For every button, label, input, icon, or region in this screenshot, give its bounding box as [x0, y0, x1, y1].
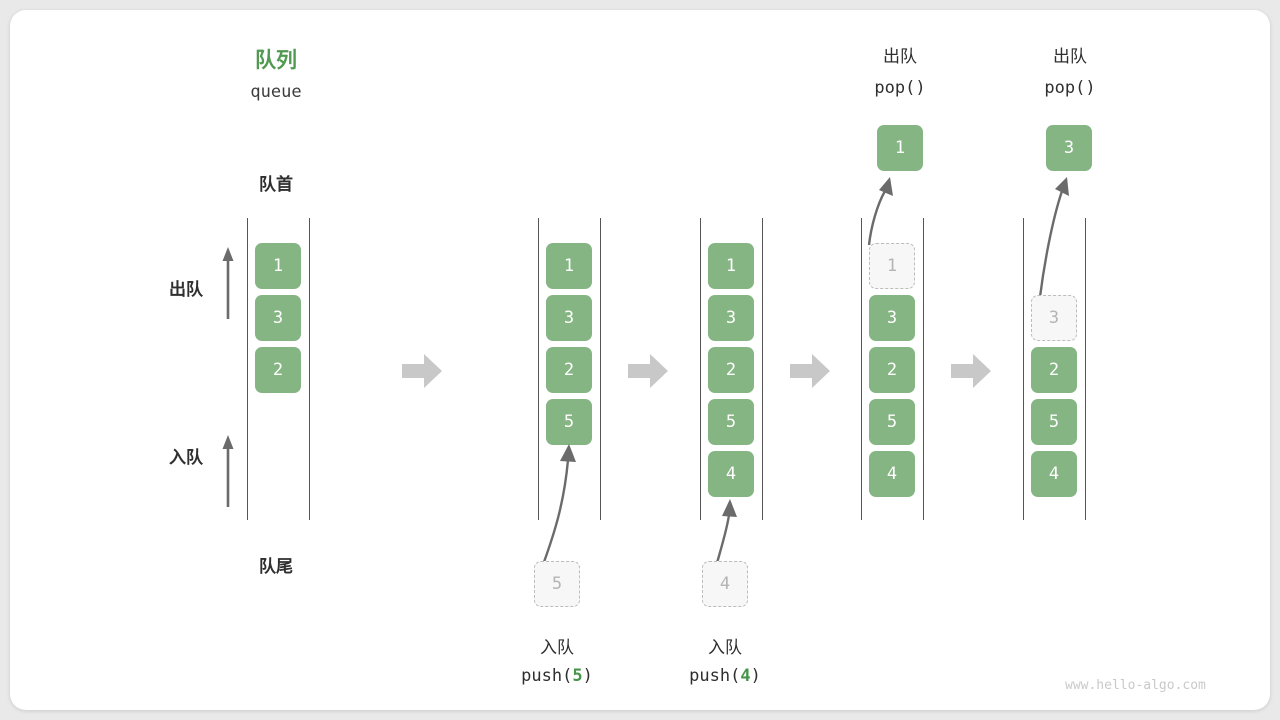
queue-card-removed: 1: [869, 243, 915, 289]
push-op-code-suffix: ): [750, 666, 761, 686]
queue-card: 2: [869, 347, 915, 393]
queue-card: 5: [1031, 399, 1077, 445]
dequeue-direction-arrow-icon: [222, 247, 234, 319]
popped-card: 3: [1046, 125, 1092, 171]
push-op-code-value: 5: [572, 666, 583, 686]
queue-card: 2: [546, 347, 592, 393]
queue-rail-left: [247, 218, 248, 520]
step-separator-arrow-icon: [951, 354, 991, 388]
queue-card: 3: [708, 295, 754, 341]
queue-card: 1: [708, 243, 754, 289]
queue-head-label: 队首: [259, 175, 293, 194]
queue-rail-right: [923, 218, 924, 520]
pop-arrow-icon: [867, 177, 893, 246]
push-op-code: push(5): [497, 666, 617, 686]
queue-card-new: 4: [708, 451, 754, 497]
push-op-label-cn: 入队: [708, 638, 742, 657]
push-op-code-suffix: ): [582, 666, 593, 686]
queue-card: 5: [869, 399, 915, 445]
queue-rail-right: [762, 218, 763, 520]
queue-card-removed: 3: [1031, 295, 1077, 341]
queue-rail-left: [538, 218, 539, 520]
watermark: www.hello-algo.com: [1065, 678, 1206, 693]
queue-rail-left: [700, 218, 701, 520]
queue-card: 3: [255, 295, 301, 341]
dequeue-direction-label: 出队: [169, 280, 203, 299]
queue-card: 5: [708, 399, 754, 445]
queue-title-en: queue: [250, 82, 302, 102]
step-separator-arrow-icon: [402, 354, 442, 388]
enqueue-direction-label: 入队: [169, 448, 203, 467]
queue-rail-left: [861, 218, 862, 520]
pop-op-code: pop(): [874, 78, 926, 98]
pop-op-label-cn: 出队: [883, 47, 917, 66]
push-source-card: 5: [534, 561, 580, 607]
queue-card: 2: [708, 347, 754, 393]
pop-op-label-cn: 出队: [1053, 47, 1087, 66]
pop-op-code: pop(): [1044, 78, 1096, 98]
queue-card: 2: [255, 347, 301, 393]
push-op-code: push(4): [665, 666, 785, 686]
push-op-code-value: 4: [740, 666, 751, 686]
queue-card: 2: [1031, 347, 1077, 393]
push-op-code-prefix: push(: [521, 666, 573, 686]
step-separator-arrow-icon: [628, 354, 668, 388]
push-op-code-prefix: push(: [689, 666, 741, 686]
popped-card: 1: [877, 125, 923, 171]
queue-title-cn: 队列: [255, 49, 297, 72]
queue-card: 4: [1031, 451, 1077, 497]
queue-card: 3: [546, 295, 592, 341]
queue-card-new: 5: [546, 399, 592, 445]
queue-rail-right: [309, 218, 310, 520]
queue-rail-right: [600, 218, 601, 520]
queue-rail-right: [1085, 218, 1086, 520]
pop-arrow-icon: [1038, 177, 1069, 298]
diagram-canvas: 队列 queue 队首 队尾 出队 入队 1 3 2 1 3 2 5: [10, 10, 1270, 710]
push-source-card: 4: [702, 561, 748, 607]
queue-tail-label: 队尾: [259, 557, 293, 576]
enqueue-direction-arrow-icon: [222, 435, 234, 507]
queue-rail-left: [1023, 218, 1024, 520]
queue-card: 1: [546, 243, 592, 289]
push-arrow-icon: [542, 444, 576, 563]
queue-card: 3: [869, 295, 915, 341]
push-op-label-cn: 入队: [540, 638, 574, 657]
queue-card: 4: [869, 451, 915, 497]
queue-card: 1: [255, 243, 301, 289]
step-separator-arrow-icon: [790, 354, 830, 388]
push-arrow-icon: [715, 499, 737, 564]
